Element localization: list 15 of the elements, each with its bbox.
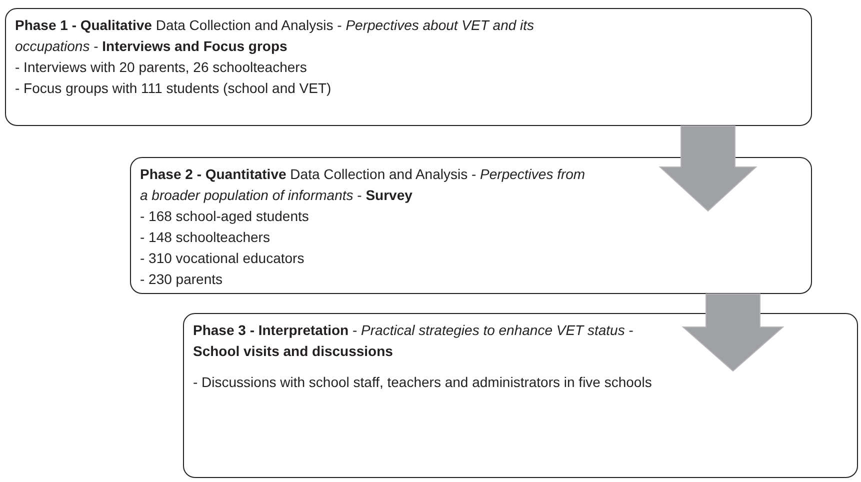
phase-box [183,313,858,478]
phase-box [5,8,812,126]
phase-heading: Phase 1 - Qualitative Data Collection and Analysis - Perpectives about VET and its occupations - Interviews and Focus grops [15,16,536,56]
phase-detail: - Discussions with school staff, teachers and administrators in five schools [193,373,653,392]
phase-detail: - 310 vocational educators [140,249,306,268]
phase-heading: Phase 2 - Quantitative Data Collection and Analysis - Perpectives from a broader population of informants - Survey [140,165,586,205]
phase-box [130,157,812,294]
block-arrow [682,294,784,372]
block-arrow [658,126,758,212]
phase-heading: Phase 3 - Interpretation - Practical strategies to enhance VET status - School visits and discussions [193,321,634,361]
phase-detail: - 230 parents [140,270,224,289]
phase-detail: - Focus groups with 111 students (school and VET) [15,79,332,98]
phase-detail: - 148 schoolteachers [140,228,271,247]
phase-detail: - Interviews with 20 parents, 26 schoolteachers [15,58,308,77]
phase-detail: - 168 school-aged students [140,207,310,226]
